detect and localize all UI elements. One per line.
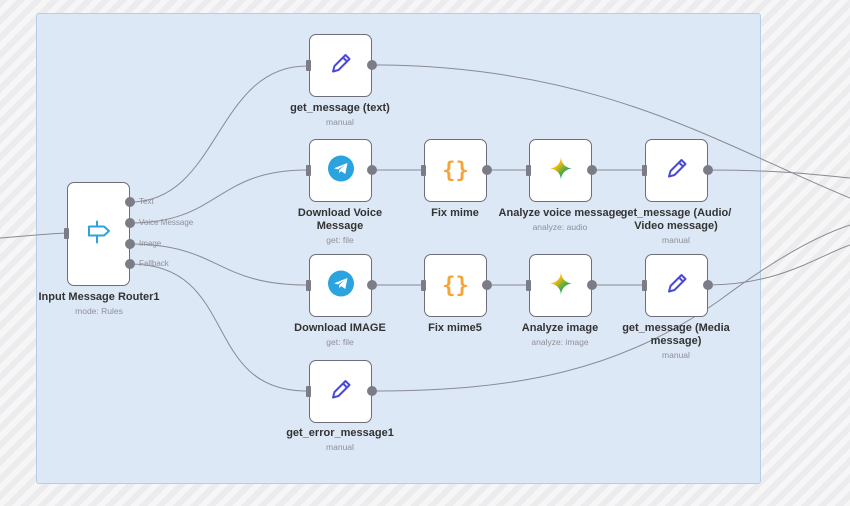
analyze-voice-output-port[interactable] (587, 165, 597, 175)
get-error-message-node[interactable] (309, 360, 372, 423)
telegram-icon (327, 269, 355, 302)
download-voice-subtitle: get: file (326, 235, 354, 245)
download-image-title: Download IMAGE (294, 322, 386, 334)
analyze-voice-subtitle: analyze: audio (532, 222, 588, 232)
get-message-audio-output-port[interactable] (703, 165, 713, 175)
router-node-title: Input Message Router1 (38, 291, 160, 303)
fix-mime5-node[interactable]: {} (424, 254, 487, 317)
fix-mime-output-port[interactable] (482, 165, 492, 175)
wire-get-text-out (371, 64, 850, 199)
download-image-node[interactable] (309, 254, 372, 317)
analyze-image-input-port[interactable] (526, 280, 531, 291)
get-message-audio-input-port[interactable] (642, 165, 647, 176)
router-output-port-image[interactable] (125, 239, 135, 249)
router-output-label-image: Image (139, 239, 162, 248)
analyze-image-subtitle: analyze: image (531, 337, 589, 347)
get-message-audio-title: get_message (Audio/ Video message) (620, 207, 732, 232)
pencil-icon (328, 376, 354, 407)
router-output-port-text[interactable] (125, 197, 135, 207)
analyze-voice-node[interactable] (529, 139, 592, 202)
download-image-input-port[interactable] (306, 280, 311, 291)
router-node-subtitle: mode: Rules (75, 306, 123, 316)
get-message-audio-node[interactable] (645, 139, 708, 202)
telegram-icon (327, 154, 355, 187)
download-image-subtitle: get: file (326, 337, 354, 347)
analyze-voice-input-port[interactable] (526, 165, 531, 176)
wire-image-to-download-image (129, 243, 308, 286)
download-voice-output-port[interactable] (367, 165, 377, 175)
download-voice-node[interactable] (309, 139, 372, 202)
get-message-media-subtitle: manual (662, 350, 690, 360)
wire-voice-to-download-voice (129, 169, 308, 224)
gemini-sparkle-icon (548, 155, 574, 186)
wire-fallback-to-get-error (129, 263, 308, 392)
get-message-text-subtitle: manual (326, 117, 354, 127)
wire-get-error-out (371, 224, 850, 392)
pencil-icon (664, 270, 690, 301)
download-voice-input-port[interactable] (306, 165, 311, 176)
fix-mime5-input-port[interactable] (421, 280, 426, 291)
analyze-image-node[interactable] (529, 254, 592, 317)
pencil-icon (328, 50, 354, 81)
get-message-text-title: get_message (text) (290, 102, 390, 114)
get-error-message-input-port[interactable] (306, 386, 311, 397)
router-output-label-fallback: Fallback (139, 259, 169, 268)
get-message-text-output-port[interactable] (367, 60, 377, 70)
gemini-sparkle-icon (548, 270, 574, 301)
fix-mime-input-port[interactable] (421, 165, 426, 176)
get-message-audio-subtitle: manual (662, 235, 690, 245)
get-message-media-node[interactable] (645, 254, 708, 317)
router-output-port-fallback[interactable] (125, 259, 135, 269)
get-message-media-title: get_message (Media message) (622, 322, 730, 347)
router-node[interactable] (67, 182, 130, 286)
fix-mime-node[interactable]: {} (424, 139, 487, 202)
sticky-note-group (36, 13, 761, 484)
curly-braces-icon: {} (442, 273, 469, 298)
signpost-icon (86, 219, 112, 250)
download-image-output-port[interactable] (367, 280, 377, 290)
get-message-media-output-port[interactable] (703, 280, 713, 290)
get-error-message-subtitle: manual (326, 442, 354, 452)
get-message-text-input-port[interactable] (306, 60, 311, 71)
fix-mime-title: Fix mime (431, 207, 479, 219)
router-output-label-voice: Voice Message (139, 218, 194, 227)
router-input-port[interactable] (64, 228, 69, 239)
router-output-label-text: Text (139, 197, 154, 206)
get-message-media-input-port[interactable] (642, 280, 647, 291)
wire-get-media-out (707, 244, 850, 286)
wire-get-audio-out (707, 169, 850, 179)
curly-braces-icon: {} (442, 158, 469, 183)
analyze-voice-title: Analyze voice message (498, 207, 622, 219)
wire-text-to-get-message (129, 65, 308, 203)
wire-incoming (0, 232, 67, 239)
get-message-text-node[interactable] (309, 34, 372, 97)
download-voice-title: Download Voice Message (297, 207, 383, 232)
router-output-port-voice[interactable] (125, 218, 135, 228)
analyze-image-output-port[interactable] (587, 280, 597, 290)
fix-mime5-title: Fix mime5 (428, 322, 482, 334)
analyze-image-title: Analyze image (521, 322, 599, 334)
get-error-message-title: get_error_message1 (286, 427, 394, 439)
get-error-message-output-port[interactable] (367, 386, 377, 396)
pencil-icon (664, 155, 690, 186)
fix-mime5-output-port[interactable] (482, 280, 492, 290)
